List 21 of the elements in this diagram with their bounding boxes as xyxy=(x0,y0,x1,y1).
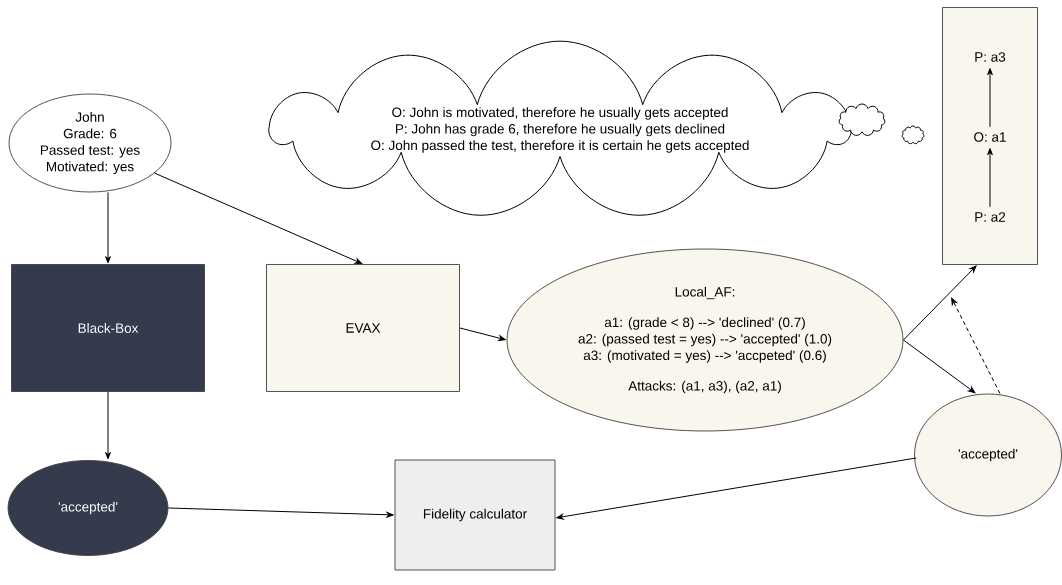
arrow xyxy=(459,327,506,341)
thought-cloud: O: John is motivated, therefore he usually gets accepted P: John has grade 6, therefore he usually gets declined O: John passed the test, therefore it is certain he gets accepted xyxy=(268,40,852,216)
process-box: Fidelity calculator xyxy=(394,459,556,571)
arrow xyxy=(105,391,111,460)
thought-cloud xyxy=(838,103,886,136)
model-box: Black-Box xyxy=(11,264,205,392)
argument-label: P: a2 xyxy=(975,212,1006,222)
arrow xyxy=(987,148,993,208)
thought-cloud xyxy=(901,125,925,145)
process-box: EVAX xyxy=(266,264,460,392)
arrow xyxy=(987,68,993,128)
argument-panel xyxy=(942,7,1038,265)
dashed-arrow xyxy=(951,297,1001,395)
arrow xyxy=(167,507,394,518)
arrow xyxy=(902,265,977,341)
argument-label: O: a1 xyxy=(974,132,1006,142)
arrow xyxy=(154,172,363,264)
arrow xyxy=(902,339,976,394)
arrow xyxy=(105,191,111,264)
arrow xyxy=(556,457,917,520)
argument-label: P: a3 xyxy=(975,52,1006,62)
